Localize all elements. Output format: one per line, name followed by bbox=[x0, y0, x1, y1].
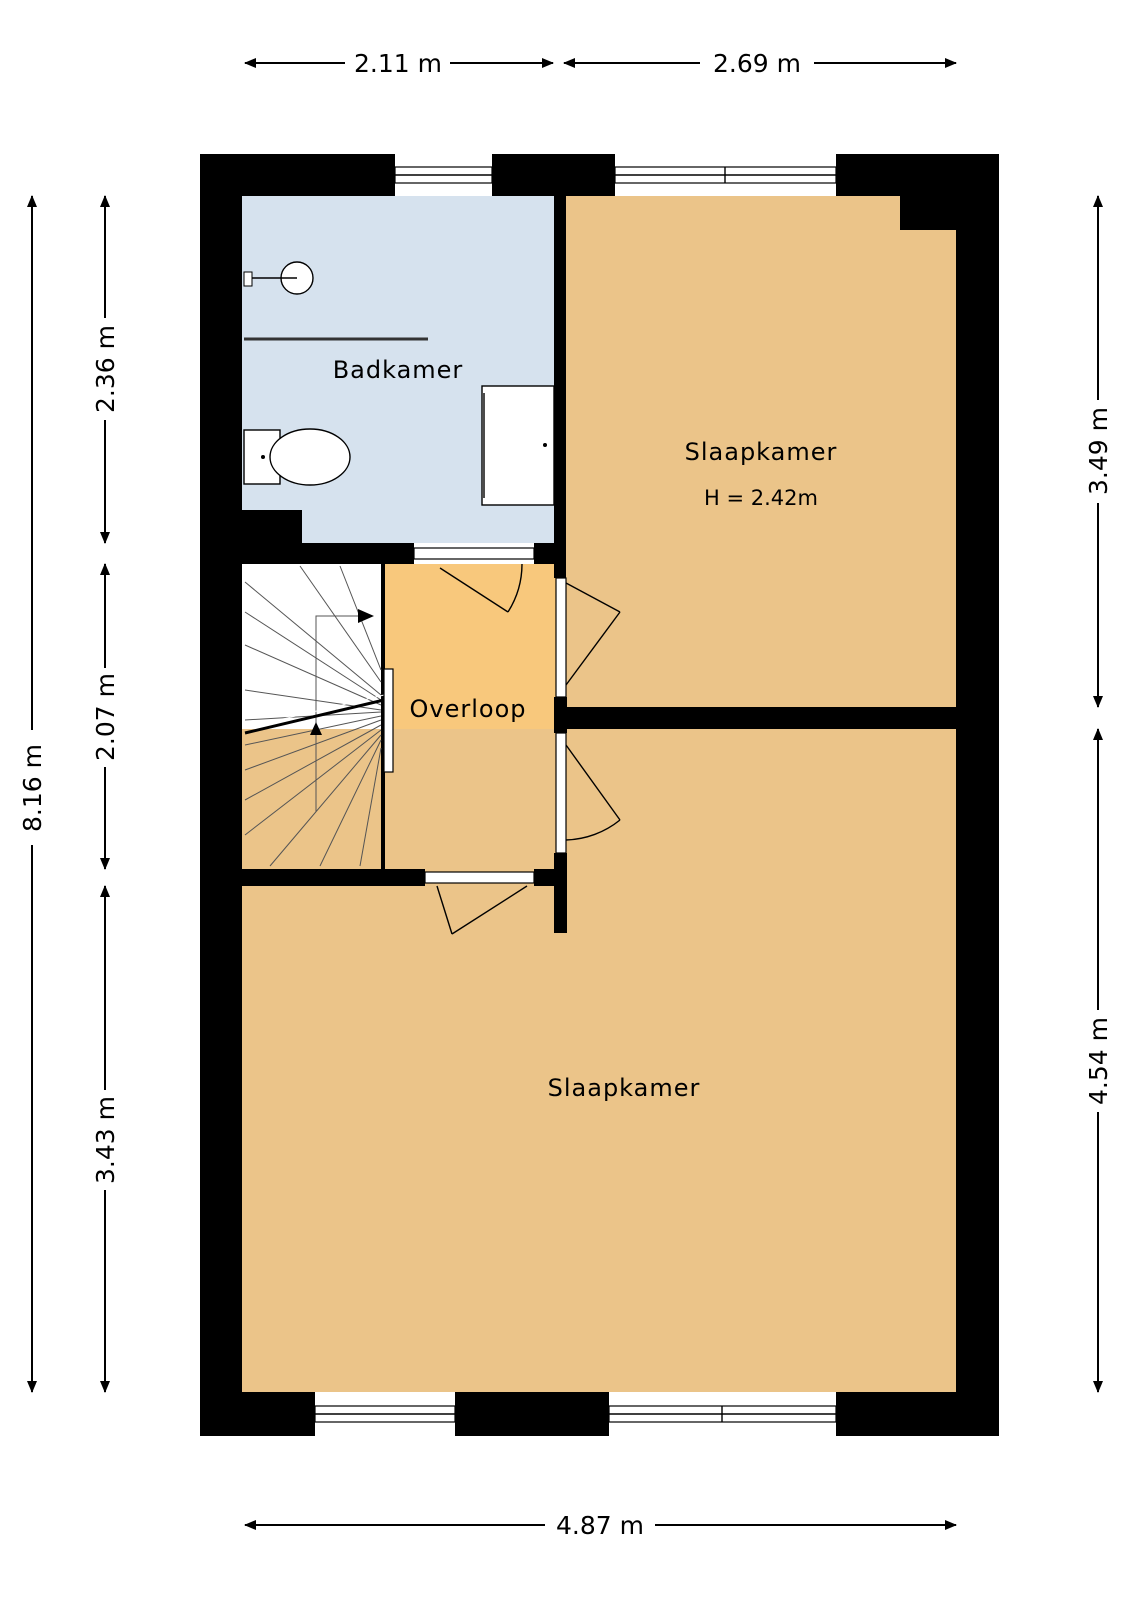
bedroom-bottom-label: Slaapkamer bbox=[548, 1074, 701, 1102]
dimension-left-lower-label: 3.43 m bbox=[91, 1096, 120, 1184]
door-icon bbox=[413, 547, 621, 935]
dimension-right-upper-label: 3.49 m bbox=[1084, 407, 1113, 495]
dimension-bottom: 4.87 m bbox=[244, 1511, 957, 1540]
toilet-icon bbox=[243, 428, 351, 486]
dimension-left-lower: 3.43 m bbox=[91, 885, 120, 1393]
window-icon bbox=[314, 166, 837, 1423]
dimension-top-right-label: 2.69 m bbox=[713, 49, 801, 78]
bedroom-bottom-floor bbox=[242, 729, 956, 1392]
dimension-top-left-label: 2.11 m bbox=[354, 49, 442, 78]
dimension-top-right: 2.69 m bbox=[563, 49, 957, 78]
bathroom-label: Badkamer bbox=[333, 356, 464, 384]
dimension-left-middle: 2.07 m bbox=[91, 563, 120, 870]
dimension-left-upper-label: 2.36 m bbox=[91, 325, 120, 413]
dimension-left-middle-label: 2.07 m bbox=[91, 673, 120, 761]
dimension-right-upper: 3.49 m bbox=[1084, 195, 1113, 708]
bedroom-top-label: Slaapkamer bbox=[685, 438, 838, 466]
room-height-label: H = 2.42m bbox=[704, 486, 818, 510]
shower-icon bbox=[243, 261, 428, 341]
dimension-right-lower: 4.54 m bbox=[1084, 728, 1113, 1393]
interior-walls bbox=[242, 196, 956, 933]
sink-icon bbox=[481, 385, 555, 506]
dimension-right-lower-label: 4.54 m bbox=[1084, 1017, 1113, 1105]
dimension-bottom-label: 4.87 m bbox=[556, 1511, 644, 1540]
bedroom-top-floor bbox=[566, 196, 956, 707]
dimension-left-total-label: 8.16 m bbox=[18, 744, 47, 832]
dimension-top-left: 2.11 m bbox=[244, 49, 554, 78]
dimension-left-total: 8.16 m bbox=[18, 195, 47, 1393]
outer-walls bbox=[200, 154, 999, 1436]
stairs-icon bbox=[244, 565, 394, 867]
landing-label: Overloop bbox=[410, 695, 527, 723]
dimension-left-upper: 2.36 m bbox=[91, 195, 120, 544]
